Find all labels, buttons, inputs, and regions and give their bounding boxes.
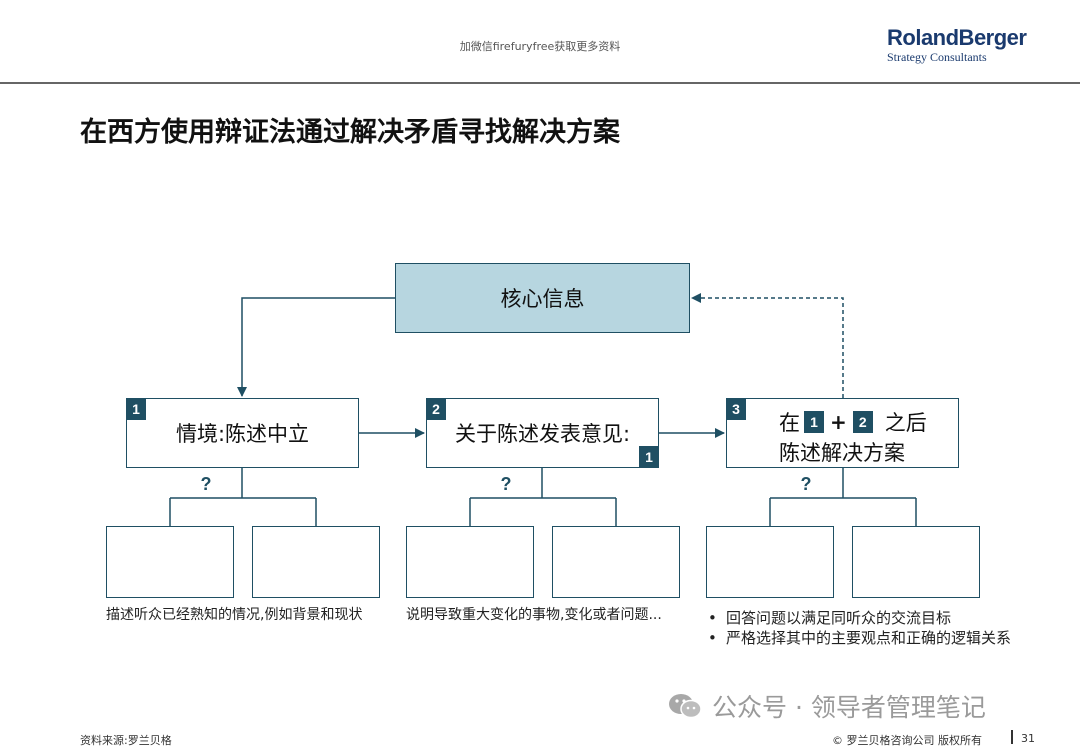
situation-label: 情境:陈述中立 — [175, 422, 310, 446]
resolution-line1: 在 1 + 2 之后 — [779, 407, 927, 437]
node3-subtree-lines — [769, 468, 917, 526]
complication-node: 2 关于陈述发表意见: 1 — [426, 398, 659, 468]
logo-sub-text: Strategy Consultants — [887, 50, 987, 64]
node1-subtree-lines — [169, 468, 317, 526]
resolution-bullets: 回答问题以满足同听众的交流目标 严格选择其中的主要观点和正确的逻辑关系 — [704, 608, 1014, 648]
header-divider — [0, 82, 1080, 84]
situation-node: 1 情境:陈述中立 — [126, 398, 359, 468]
resolution-prefix: 在 — [779, 411, 800, 435]
logo-main-text: RolandBerger — [887, 25, 1027, 50]
node3-to-core-dashed-arrow — [691, 293, 844, 398]
sub-box-2a — [406, 526, 534, 598]
roland-berger-logo: RolandBerger Strategy Consultants — [887, 25, 1037, 65]
footer-separator — [1011, 730, 1013, 744]
header-note: 加微信firefuryfree获取更多资料 — [459, 40, 621, 53]
node1-number-badge: 1 — [126, 398, 146, 420]
watermark-text: 公众号 · 领导者管理笔记 — [712, 693, 986, 722]
complication-description: 说明导致重大变化的事物,变化或者问题... — [406, 607, 662, 623]
sub-box-2b — [552, 526, 680, 598]
sub-box-3b — [852, 526, 980, 598]
sub-box-1b — [252, 526, 380, 598]
copyright-note: © 罗兰贝格咨询公司 版权所有 — [832, 734, 982, 747]
question-mark-3: ? — [800, 474, 812, 494]
core-message-box: 核心信息 — [395, 263, 690, 333]
question-mark-2: ? — [500, 474, 512, 494]
core-to-node1-arrow — [237, 297, 395, 397]
node2-subtree-lines — [469, 468, 617, 526]
node3-number-badge: 3 — [726, 398, 746, 420]
resolution-bullet-2: 严格选择其中的主要观点和正确的逻辑关系 — [704, 628, 1014, 648]
node2-ref-badge: 1 — [639, 446, 659, 468]
sub-box-3a — [706, 526, 834, 598]
resolution-ref-badge-2: 2 — [852, 411, 873, 433]
source-note: 资料来源:罗兰贝格 — [80, 734, 172, 747]
wechat-icon — [669, 694, 702, 719]
page-title: 在西方使用辩证法通过解决矛盾寻找解决方案 — [80, 117, 620, 148]
question-mark-1: ? — [200, 474, 212, 494]
resolution-suffix: 之后 — [884, 411, 927, 435]
resolution-line2: 陈述解决方案 — [779, 441, 905, 465]
situation-description: 描述听众已经熟知的情况,例如背景和现状 — [106, 607, 363, 623]
resolution-bullet-1: 回答问题以满足同听众的交流目标 — [704, 608, 1014, 628]
watermark: 公众号 · 领导者管理笔记 — [668, 688, 986, 724]
resolution-node: 3 在 1 + 2 之后 陈述解决方案 — [726, 398, 959, 468]
plus-sign: + — [830, 410, 847, 434]
complication-label: 关于陈述发表意见: — [454, 422, 631, 446]
page-number: 31 — [1021, 732, 1035, 745]
resolution-ref-badge-1: 1 — [804, 411, 824, 433]
sub-box-1a — [106, 526, 234, 598]
node2-number-badge: 2 — [426, 398, 446, 420]
